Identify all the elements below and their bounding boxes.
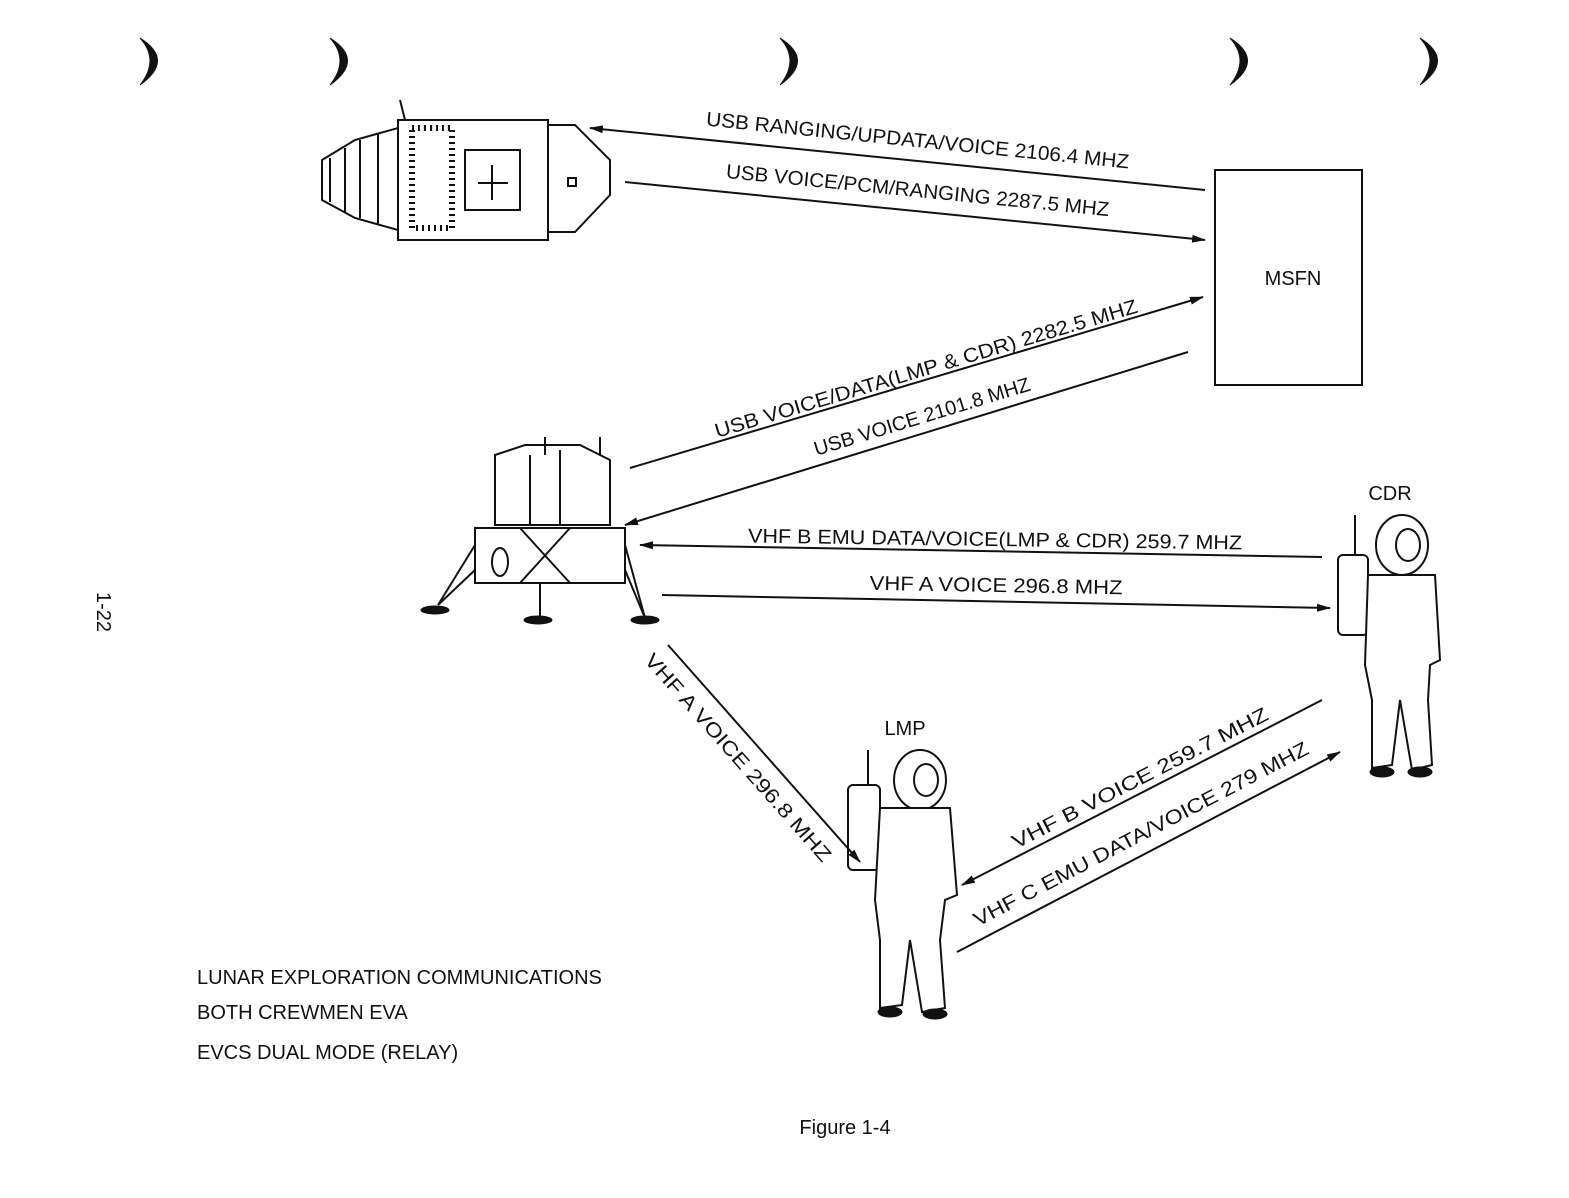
lmp-astronaut-illustration xyxy=(847,749,959,1020)
arrow-cdr-to-lmp xyxy=(961,699,1323,886)
caption-line-1: LUNAR EXPLORATION COMMUNICATIONS xyxy=(197,967,602,989)
msfn-label: MSFN xyxy=(1265,268,1322,290)
lunar-module-illustration xyxy=(420,437,660,625)
caption-line-2: BOTH CREWMEN EVA xyxy=(197,1002,408,1024)
arrow-lm-to-cdr xyxy=(661,594,1331,612)
cdr-label: CDR xyxy=(1368,483,1411,505)
msfn-box xyxy=(1214,169,1363,386)
link-label: VHF B EMU DATA/VOICE(LMP & CDR) 259.7 MH… xyxy=(748,526,1242,555)
binder-hole-marks xyxy=(139,37,1438,86)
command-service-module-illustration xyxy=(321,99,611,241)
arrow-csm-to-msfn xyxy=(624,181,1206,243)
page-number: 1-22 xyxy=(92,592,114,632)
link-label: USB RANGING/UPDATA/VOICE 2106.4 MHZ xyxy=(705,109,1130,174)
link-label: VHF A VOICE 296.8 MHZ xyxy=(640,650,835,867)
arrow-cdr-to-lm xyxy=(639,541,1323,558)
arrow-lmp-to-cdr xyxy=(956,751,1341,953)
caption-line-3: EVCS DUAL MODE (RELAY) xyxy=(197,1042,458,1064)
arrow-lm-to-lmp xyxy=(667,644,861,863)
arrow-msfn-to-lm xyxy=(624,351,1189,526)
link-arrows xyxy=(589,125,1341,953)
arrow-lm-to-msfn xyxy=(629,296,1204,469)
lmp-label: LMP xyxy=(884,718,925,740)
figure-label: Figure 1-4 xyxy=(799,1117,890,1139)
arrow-msfn-to-csm xyxy=(589,125,1206,191)
link-labels: USB RANGING/UPDATA/VOICE 2106.4 MHZ USB … xyxy=(640,109,1313,932)
cdr-astronaut-illustration xyxy=(1337,514,1442,778)
link-label: VHF A VOICE 296.8 MHZ xyxy=(869,573,1122,599)
